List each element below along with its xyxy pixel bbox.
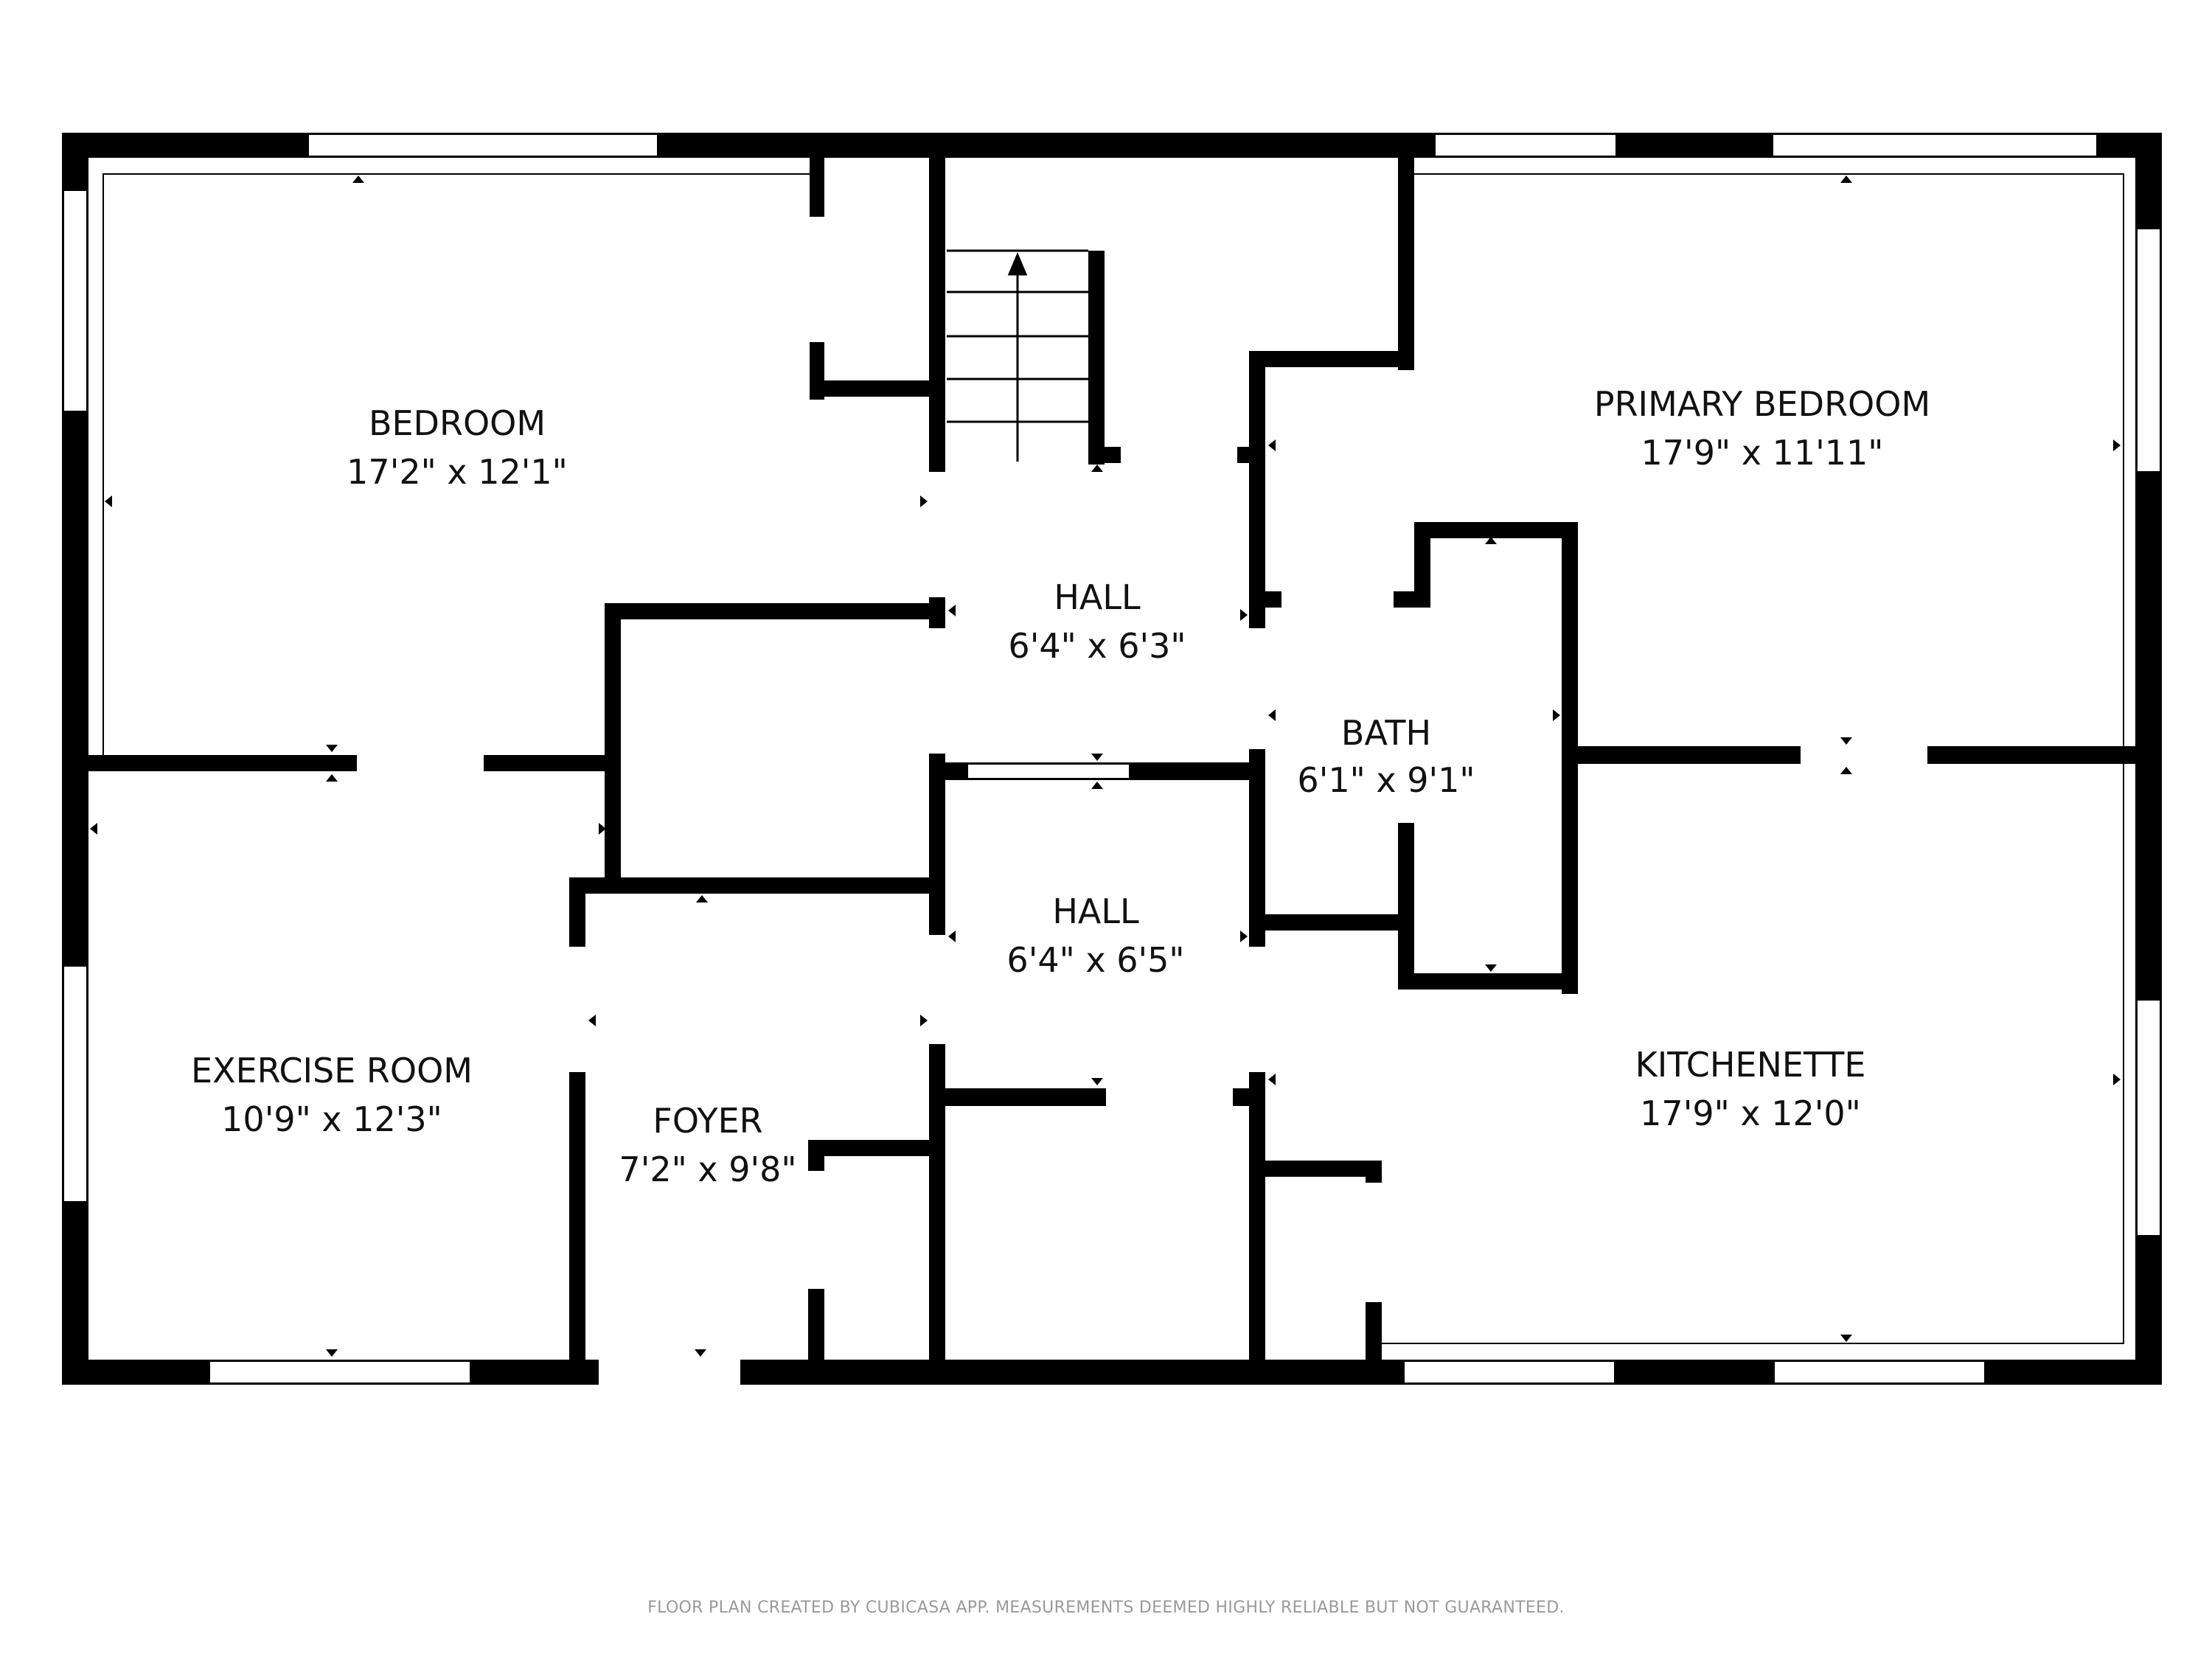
room-dimensions: 6'4" x 6'3" [1008, 626, 1186, 666]
door-gaps [357, 217, 1927, 1386]
room-dimensions: 17'9" x 12'0" [1640, 1093, 1861, 1133]
room-dimensions: 6'1" x 9'1" [1297, 760, 1475, 800]
room-name: BEDROOM [369, 403, 546, 443]
inner-lines [102, 173, 2124, 1344]
dimension-markers [90, 175, 2121, 1357]
room-name: PRIMARY BEDROOM [1594, 384, 1930, 424]
stairs-icon [947, 249, 1088, 462]
room-name: HALL [1052, 891, 1139, 931]
room-name: FOYER [653, 1101, 762, 1141]
disclaimer-footer: FLOOR PLAN CREATED BY CUBICASA APP. MEAS… [647, 1599, 1565, 1617]
room-name: BATH [1341, 713, 1431, 753]
room-labels: BEDROOM 17'2" x 12'1" PRIMARY BEDROOM 17… [191, 384, 1930, 1189]
room-name: EXERCISE ROOM [191, 1051, 473, 1091]
openings [63, 133, 2161, 1384]
room-name: KITCHENETTE [1635, 1045, 1866, 1085]
room-dimensions: 6'4" x 6'5" [1006, 940, 1184, 980]
room-name: HALL [1054, 577, 1141, 617]
room-dimensions: 17'2" x 12'1" [347, 452, 568, 492]
room-dimensions: 17'9" x 11'11" [1641, 433, 1884, 473]
room-dimensions: 10'9" x 12'3" [221, 1099, 442, 1139]
room-dimensions: 7'2" x 9'8" [619, 1150, 796, 1189]
